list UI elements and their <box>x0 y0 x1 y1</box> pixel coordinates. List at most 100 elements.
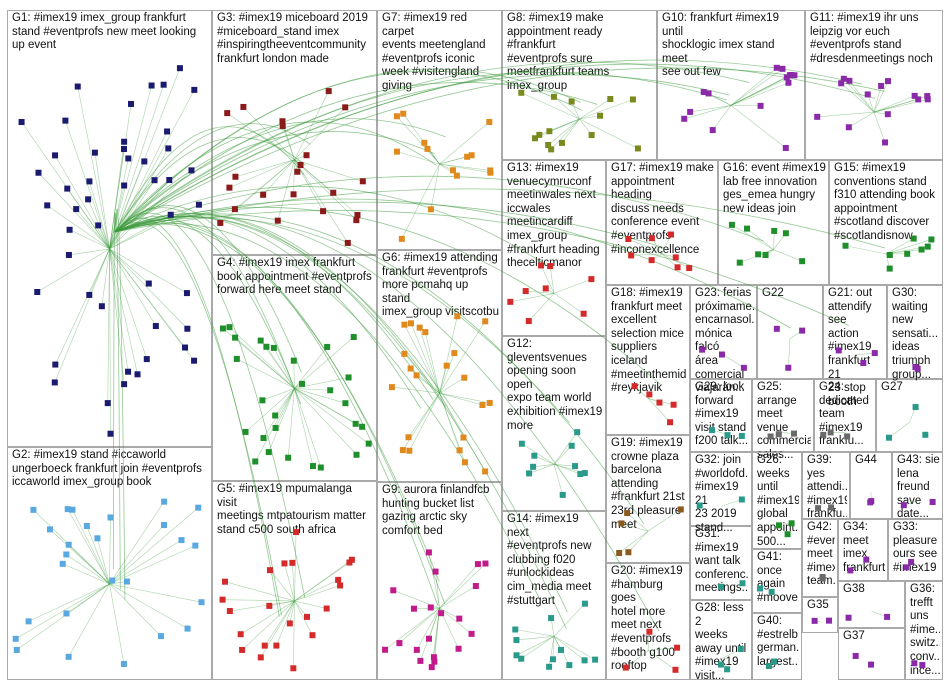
node-g3[interactable] <box>240 103 247 110</box>
node-g13[interactable] <box>522 288 529 295</box>
node-g13[interactable] <box>580 310 587 317</box>
node-g6[interactable] <box>405 434 412 441</box>
node-g9[interactable] <box>410 605 417 612</box>
node-g16[interactable] <box>728 221 735 228</box>
node-g21[interactable] <box>860 359 867 366</box>
node-g7[interactable] <box>486 118 493 125</box>
node-g1[interactable] <box>121 138 128 145</box>
node-g6[interactable] <box>406 447 413 454</box>
node-g9[interactable] <box>431 658 438 665</box>
node-g5[interactable] <box>323 605 330 612</box>
node-g18[interactable] <box>670 401 677 408</box>
node-g38[interactable] <box>884 613 891 620</box>
node-g35[interactable] <box>811 617 818 624</box>
node-g18[interactable] <box>631 383 638 390</box>
node-g8[interactable] <box>629 96 636 103</box>
node-g17[interactable] <box>648 235 655 242</box>
node-g3[interactable] <box>325 88 332 95</box>
node-g22[interactable] <box>785 364 792 371</box>
node-g6[interactable] <box>454 313 461 320</box>
node-g10[interactable] <box>681 115 688 122</box>
node-g28[interactable] <box>737 646 744 653</box>
node-g1[interactable] <box>182 344 189 351</box>
node-g3[interactable] <box>359 178 366 185</box>
node-g6[interactable] <box>461 374 468 381</box>
node-g2[interactable] <box>178 537 185 544</box>
node-g2[interactable] <box>195 504 202 511</box>
node-g9[interactable] <box>456 615 463 622</box>
node-g23[interactable] <box>699 346 706 353</box>
node-g37[interactable] <box>852 652 859 659</box>
node-g19[interactable] <box>616 549 623 556</box>
node-g20[interactable] <box>674 644 681 651</box>
node-g11[interactable] <box>878 82 885 89</box>
node-g1[interactable] <box>184 325 191 332</box>
node-g37[interactable] <box>868 661 875 668</box>
node-g2[interactable] <box>69 506 76 513</box>
node-g1[interactable] <box>74 83 81 90</box>
node-g4[interactable] <box>257 337 264 344</box>
node-g5[interactable] <box>290 665 297 672</box>
node-g4[interactable] <box>317 464 324 471</box>
node-g29[interactable] <box>709 427 716 434</box>
node-g2[interactable] <box>120 660 127 667</box>
node-g8[interactable] <box>536 131 543 138</box>
node-g23[interactable] <box>740 364 747 371</box>
node-g4[interactable] <box>263 343 270 350</box>
node-g9[interactable] <box>390 587 397 594</box>
node-g24[interactable] <box>827 429 834 436</box>
node-g1[interactable] <box>191 86 198 93</box>
node-g5[interactable] <box>266 567 273 574</box>
node-g1[interactable] <box>125 368 132 375</box>
node-g6[interactable] <box>413 372 420 379</box>
node-g6[interactable] <box>399 447 406 454</box>
node-g3[interactable] <box>290 191 297 198</box>
node-g24[interactable] <box>820 431 827 438</box>
node-g1[interactable] <box>86 291 93 298</box>
node-g5[interactable] <box>239 646 246 653</box>
node-g6[interactable] <box>443 362 450 369</box>
node-g6[interactable] <box>401 321 408 328</box>
node-g6[interactable] <box>479 402 486 409</box>
node-g3[interactable] <box>342 104 349 111</box>
node-g20[interactable] <box>622 664 629 671</box>
node-g1[interactable] <box>128 100 135 107</box>
node-g4[interactable] <box>353 451 360 458</box>
node-g1[interactable] <box>86 178 93 185</box>
node-g25[interactable] <box>791 430 798 437</box>
node-g31[interactable] <box>718 583 725 590</box>
node-g11[interactable] <box>864 91 871 98</box>
node-g9[interactable] <box>482 560 489 567</box>
node-g2[interactable] <box>30 506 37 513</box>
node-g4[interactable] <box>342 400 349 407</box>
node-g13[interactable] <box>525 318 532 325</box>
node-g34[interactable] <box>847 567 854 574</box>
node-g7[interactable] <box>393 148 400 155</box>
node-g14[interactable] <box>592 656 599 663</box>
node-g33[interactable] <box>903 564 910 571</box>
node-g16[interactable] <box>736 259 743 266</box>
node-g9[interactable] <box>425 549 432 556</box>
node-g8[interactable] <box>548 146 555 153</box>
node-g11[interactable] <box>846 77 853 84</box>
node-g3[interactable] <box>344 239 351 246</box>
node-g4[interactable] <box>352 420 359 427</box>
node-g15[interactable] <box>928 236 935 243</box>
node-g25[interactable] <box>767 433 774 440</box>
node-g5[interactable] <box>337 582 344 589</box>
node-g1[interactable] <box>167 211 174 218</box>
node-g5[interactable] <box>335 576 342 583</box>
node-g1[interactable] <box>64 185 71 192</box>
node-g9[interactable] <box>425 635 432 642</box>
node-g39[interactable] <box>815 505 822 512</box>
node-g11[interactable] <box>840 75 847 82</box>
node-g1[interactable] <box>148 82 155 89</box>
node-g2[interactable] <box>25 618 32 625</box>
node-g5[interactable] <box>286 620 293 627</box>
node-g17[interactable] <box>648 257 655 264</box>
node-g3[interactable] <box>231 206 238 213</box>
node-g4[interactable] <box>327 387 334 394</box>
node-g39[interactable] <box>828 504 835 511</box>
node-g27[interactable] <box>885 434 892 441</box>
node-g35[interactable] <box>826 617 833 624</box>
